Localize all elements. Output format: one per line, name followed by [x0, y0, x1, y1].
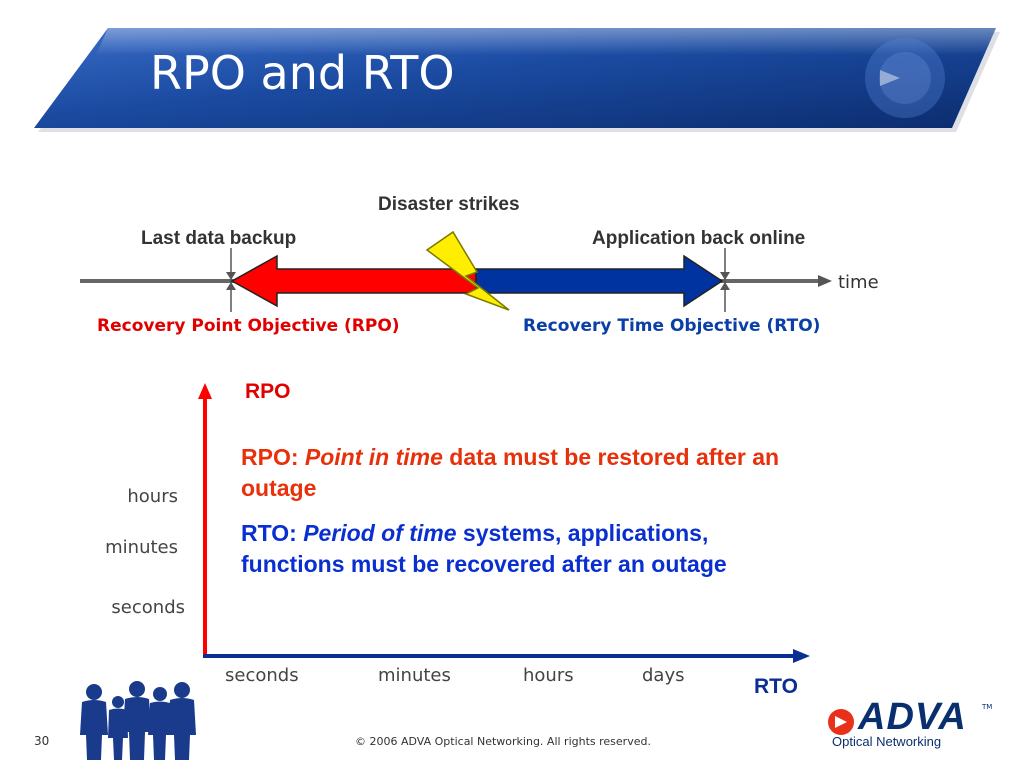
rpo-def-rest: data must be restored after an outage — [241, 444, 780, 501]
y-tick-minutes: minutes — [105, 537, 178, 558]
rpo-def-prefix: RPO: — [241, 444, 305, 470]
backup-tick-marker — [226, 248, 236, 312]
page-number: 30 — [34, 734, 50, 748]
y-axis-label: RPO — [245, 380, 291, 403]
y-axis-arrowhead — [198, 383, 212, 399]
y-tick-hours: hours — [127, 486, 178, 507]
online-tick-marker — [720, 248, 730, 312]
rto-def-rest: systems, applications, functions must be… — [241, 520, 727, 577]
last-backup-label: Last data backup — [141, 228, 297, 249]
timeline-diagram — [80, 230, 832, 312]
rto-objective-label: Recovery Time Objective (RTO) — [523, 316, 821, 336]
y-tick-seconds: seconds — [111, 597, 185, 618]
header-banner — [34, 28, 1000, 132]
x-tick-seconds: seconds — [225, 665, 299, 686]
rto-def-prefix: RTO: — [241, 520, 304, 546]
time-axis-arrowhead — [818, 275, 832, 287]
adva-logo-subtitle: Optical Networking — [832, 734, 942, 749]
adva-logo-text: ADVA — [858, 696, 967, 738]
x-axis-label: RTO — [754, 675, 798, 698]
rpo-definition: RPO: Point in time data must be restored… — [241, 442, 781, 504]
rto-arrow — [475, 254, 724, 308]
x-tick-days: days — [642, 665, 685, 686]
app-online-label: Application back online — [592, 228, 806, 249]
adva-logo-icon — [828, 709, 854, 735]
rpo-def-italic: Point in time — [304, 444, 443, 470]
x-axis-arrowhead — [793, 649, 810, 663]
rpo-arrow — [230, 254, 477, 308]
rpo-rto-axes — [198, 383, 810, 663]
people-silhouettes-icon — [80, 681, 196, 760]
time-label: time — [838, 272, 879, 293]
x-tick-minutes: minutes — [378, 665, 451, 686]
rto-def-italic: Period of time — [303, 520, 457, 546]
copyright-footer: © 2006 ADVA Optical Networking. All righ… — [355, 735, 651, 748]
rto-definition: RTO: Period of time systems, application… — [241, 518, 801, 580]
lightning-bolt-icon — [425, 230, 510, 311]
rpo-objective-label: Recovery Point Objective (RPO) — [97, 316, 400, 336]
trademark-mark: TM — [982, 703, 993, 711]
disaster-strikes-label: Disaster strikes — [378, 194, 520, 215]
x-tick-hours: hours — [523, 665, 574, 686]
slide-title: RPO and RTO — [150, 46, 455, 100]
